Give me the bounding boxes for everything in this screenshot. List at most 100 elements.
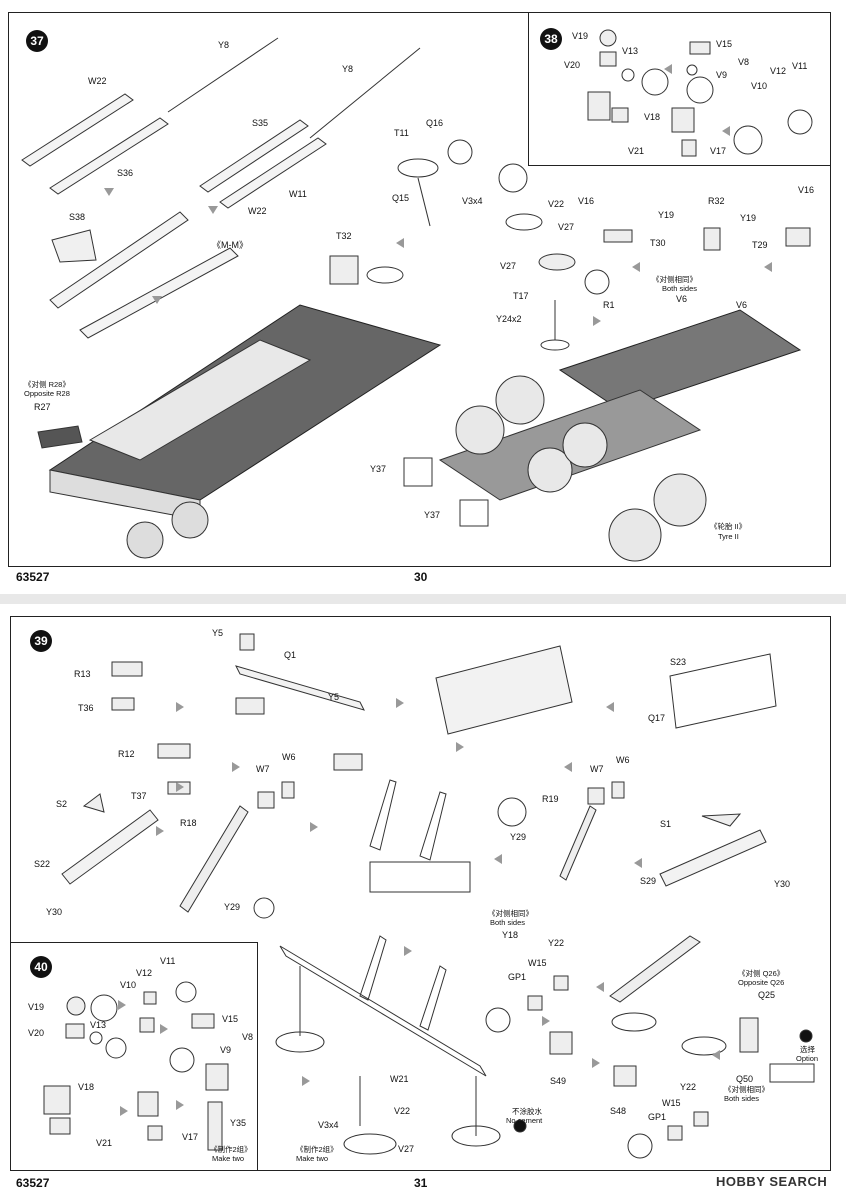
part-label-v27: V27 <box>500 261 517 271</box>
step-39-badge: 39 <box>30 630 52 652</box>
both-sides-note-cn: 《对侧相同》 <box>652 275 697 284</box>
part-label-w6: W6 <box>616 755 630 765</box>
flow-arrow <box>156 826 164 836</box>
both-sides-note-en: Both sides <box>724 1094 760 1103</box>
flow-arrow <box>396 238 404 248</box>
option-note-cn: 选择 <box>800 1045 815 1054</box>
flow-arrow <box>632 262 640 272</box>
part-label-y30: Y30 <box>774 879 791 889</box>
part-label-v21: V21 <box>628 146 645 156</box>
part-label-v16: V16 <box>578 196 595 206</box>
part-label-r12: R12 <box>118 749 135 759</box>
part-label-r1: R1 <box>603 300 615 310</box>
part-label-r32: R32 <box>708 196 725 206</box>
part-label-y29: Y29 <box>510 832 527 842</box>
part-label-v8: V8 <box>242 1032 254 1042</box>
part-label-v17: V17 <box>710 146 727 156</box>
part-label-v20: V20 <box>28 1028 45 1038</box>
flow-arrow <box>494 854 502 864</box>
both-sides-note-cn: 《对侧相同》 <box>488 909 533 918</box>
part-label-y29: Y29 <box>224 902 241 912</box>
part-label-y5: Y5 <box>212 628 224 638</box>
part-label-t37: T37 <box>131 791 147 801</box>
flow-arrow <box>606 702 614 712</box>
part-label-y24: Y24x2 <box>496 314 522 324</box>
part-label-t29: T29 <box>752 240 768 250</box>
both-sides-note-en: Both sides <box>662 284 698 293</box>
part-label-v15: V15 <box>222 1014 239 1024</box>
part-label-y8: Y8 <box>342 64 354 74</box>
part-label-v3x4: V3x4 <box>318 1120 339 1130</box>
flow-arrow <box>564 762 572 772</box>
part-label-s36: S36 <box>117 168 134 178</box>
part-label-y8: Y8 <box>218 40 230 50</box>
flow-arrow <box>176 1100 184 1110</box>
flow-arrow <box>596 982 604 992</box>
part-label-s48: S48 <box>610 1106 627 1116</box>
option-note-en: Option <box>796 1054 819 1063</box>
watermark: HOBBY SEARCH <box>716 1174 828 1189</box>
part-label-q17: Q17 <box>648 713 666 723</box>
part-label-gp1: GP1 <box>508 972 527 982</box>
part-label-v12: V12 <box>136 968 153 978</box>
part-label-v19: V19 <box>572 31 589 41</box>
part-label-v6: V6 <box>736 300 748 310</box>
flow-arrow <box>160 1024 168 1034</box>
product-code: 63527 <box>16 570 50 584</box>
opposite-note-en: Opposite R28 <box>24 389 70 398</box>
part-label-s38: S38 <box>69 212 86 222</box>
flow-arrow <box>118 1000 126 1010</box>
no-cement-note-en: No cement <box>506 1116 543 1125</box>
step-40-badge: 40 <box>30 956 52 978</box>
part-label-y37: Y37 <box>424 510 441 520</box>
part-label-v20: V20 <box>564 60 581 70</box>
part-label-q15: Q15 <box>392 193 410 203</box>
part-label-s2: S2 <box>56 799 68 809</box>
part-label-v10: V10 <box>120 980 137 990</box>
part-label-v8: V8 <box>738 57 750 67</box>
flow-arrow <box>722 126 730 136</box>
part-label-v17: V17 <box>182 1132 199 1142</box>
part-label-r19: R19 <box>542 794 559 804</box>
part-label-s29: S29 <box>640 876 657 886</box>
page-gap <box>0 594 846 604</box>
part-label-w7: W7 <box>256 764 270 774</box>
part-label-v10: V10 <box>751 81 768 91</box>
part-label-s22: S22 <box>34 859 51 869</box>
page-number: 31 <box>414 1176 428 1190</box>
product-code: 63527 <box>16 1176 50 1190</box>
part-label-s35: S35 <box>252 118 269 128</box>
tyre-note-en: Tyre II <box>718 532 739 541</box>
flow-arrow <box>593 316 601 326</box>
step-37-badge: 37 <box>26 30 48 52</box>
part-label-w22: W22 <box>88 76 107 86</box>
flow-arrow <box>396 698 404 708</box>
part-label-v22: V22 <box>548 199 565 209</box>
part-label-y19: Y19 <box>658 210 675 220</box>
part-label-r27: R27 <box>34 402 51 412</box>
both-sides-note-cn: 《对侧相同》 <box>724 1085 769 1094</box>
part-label-t36: T36 <box>78 703 94 713</box>
page-31: 39 40 Y5 Q1 Y5 R13 T36 S23 Q17 R12 T37 W… <box>0 606 846 1200</box>
part-label-v3x4: V3x4 <box>462 196 483 206</box>
flow-arrow <box>120 1106 128 1116</box>
part-label-s49: S49 <box>550 1076 567 1086</box>
part-label-w7: W7 <box>590 764 604 774</box>
part-label-r18: R18 <box>180 818 197 828</box>
step-38-badge: 38 <box>540 28 562 50</box>
flow-arrow <box>404 946 412 956</box>
flow-arrow <box>456 742 464 752</box>
flow-arrow <box>310 822 318 832</box>
step-39-drawing <box>43 633 815 1159</box>
part-label-gp1: GP1 <box>648 1112 667 1122</box>
part-label-w15: W15 <box>662 1098 681 1108</box>
part-label-v27: V27 <box>398 1144 415 1154</box>
part-label-v9: V9 <box>220 1045 232 1055</box>
part-label-v16: V16 <box>798 185 815 195</box>
part-label-y19: Y19 <box>740 213 757 223</box>
part-label-y30: Y30 <box>46 907 63 917</box>
part-label-t30: T30 <box>650 238 666 248</box>
part-label-v21: V21 <box>96 1138 113 1148</box>
part-label-v18: V18 <box>78 1082 95 1092</box>
both-sides-note-en: Both sides <box>490 918 526 927</box>
